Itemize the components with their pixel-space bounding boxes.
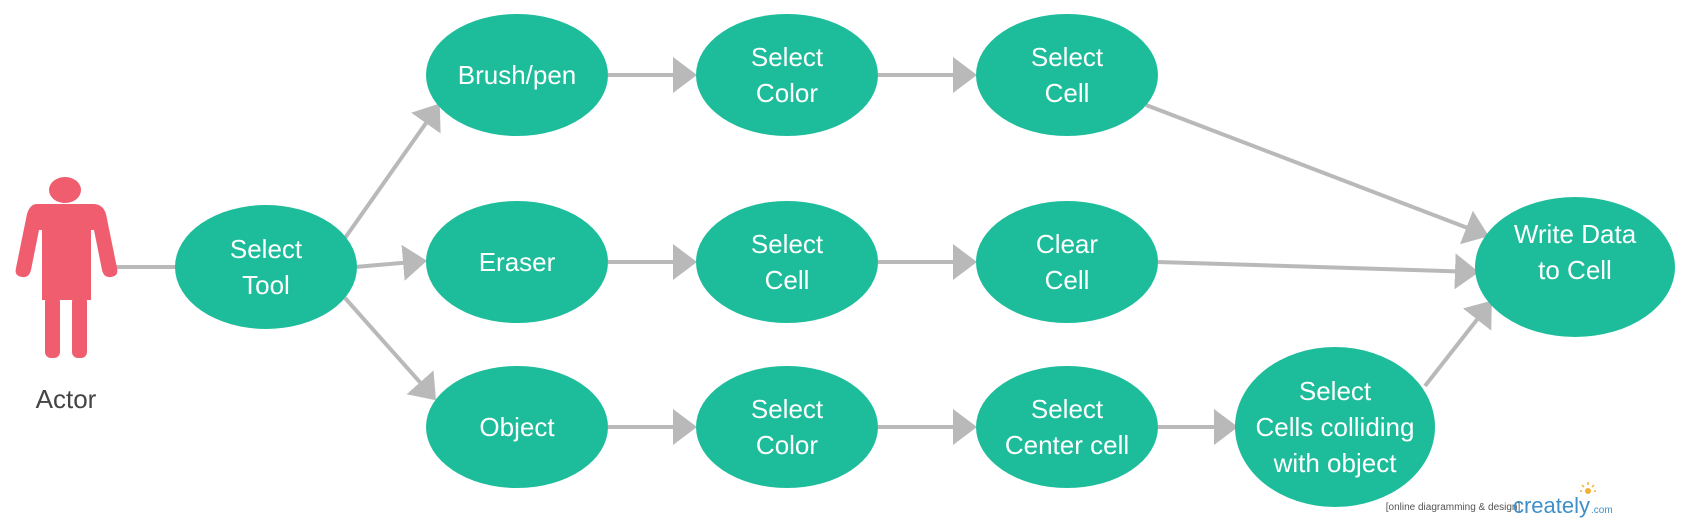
use-case-clear-cell-label-line-2: Cell — [1045, 265, 1090, 295]
use-case-eraser-label-line-1: Eraser — [479, 247, 556, 277]
edge-select-tool-to-brush-pen — [343, 103, 441, 240]
edge-select-tool-to-eraser — [354, 244, 427, 281]
use-case-write-data-label-line-1: Write Data — [1514, 219, 1637, 249]
edges — [112, 57, 1492, 445]
watermark-brand: creately — [1513, 493, 1590, 518]
use-case-brush-select-color-label-line-1: Select — [751, 42, 824, 72]
use-case-eraser-select-cell-label-line-2: Cell — [765, 265, 810, 295]
use-case-select-colliding-cells-label-line-2: Cells colliding — [1256, 412, 1415, 442]
use-case-brush-pen-label: Brush/pen — [458, 60, 577, 90]
use-case-brush-select-cell-label-line-2: Cell — [1045, 78, 1090, 108]
use-case-object-select-color-label-line-2: Color — [756, 430, 818, 460]
use-case-brush-select-cell-label-line-1: Select — [1031, 42, 1104, 72]
use-case-select-center-cell-label-line-2: Center cell — [1005, 430, 1129, 460]
use-case-eraser-label: Eraser — [479, 247, 556, 277]
use-case-brush-pen[interactable]: Brush/pen — [426, 14, 608, 136]
use-case-select-center-cell-label-line-1: Select — [1031, 394, 1104, 424]
edge-select-tool-to-object — [343, 296, 436, 401]
use-case-eraser-select-cell-label-line-1: Select — [751, 229, 824, 259]
sun-logo-icon — [1580, 482, 1596, 494]
watermark-domain: .com — [1591, 505, 1613, 516]
use-case-object-select-color-label-line-1: Select — [751, 394, 824, 424]
use-case-object[interactable]: Object — [426, 366, 608, 488]
use-case-object-label: Object — [479, 412, 555, 442]
use-case-brush-pen-label-line-1: Brush/pen — [458, 60, 577, 90]
use-case-object-label-line-1: Object — [479, 412, 555, 442]
use-case-clear-cell-label-line-1: Clear — [1036, 229, 1098, 259]
watermark-tagline: [online diagramming & design] — [1386, 502, 1521, 513]
actor-figure[interactable]: Actor — [15, 177, 118, 414]
use-case-write-data-label: Write Data to Cell — [1514, 219, 1637, 285]
use-case-select-tool-label-line-1: Select — [230, 234, 303, 264]
use-case-select-colliding-cells-label-line-1: Select — [1299, 376, 1372, 406]
use-case-write-data[interactable]: Write Data to Cell — [1475, 197, 1675, 337]
use-case-brush-select-color-label-line-2: Color — [756, 78, 818, 108]
edge-colliding-cells-to-write-data — [1423, 300, 1492, 388]
use-case-select-colliding-cells-label-line-3: with object — [1273, 448, 1398, 478]
use-case-select-tool-label-line-2: Tool — [242, 270, 290, 300]
creately-watermark: [online diagramming & design] creately .… — [1386, 482, 1613, 518]
use-case-write-data-label-line-2: to Cell — [1538, 255, 1612, 285]
actor-label: Actor — [36, 384, 97, 414]
edge-clear-cell-to-write-data — [1157, 253, 1479, 290]
use-case-eraser[interactable]: Eraser — [426, 201, 608, 323]
edge-select-cell-to-write-data — [1145, 103, 1489, 245]
